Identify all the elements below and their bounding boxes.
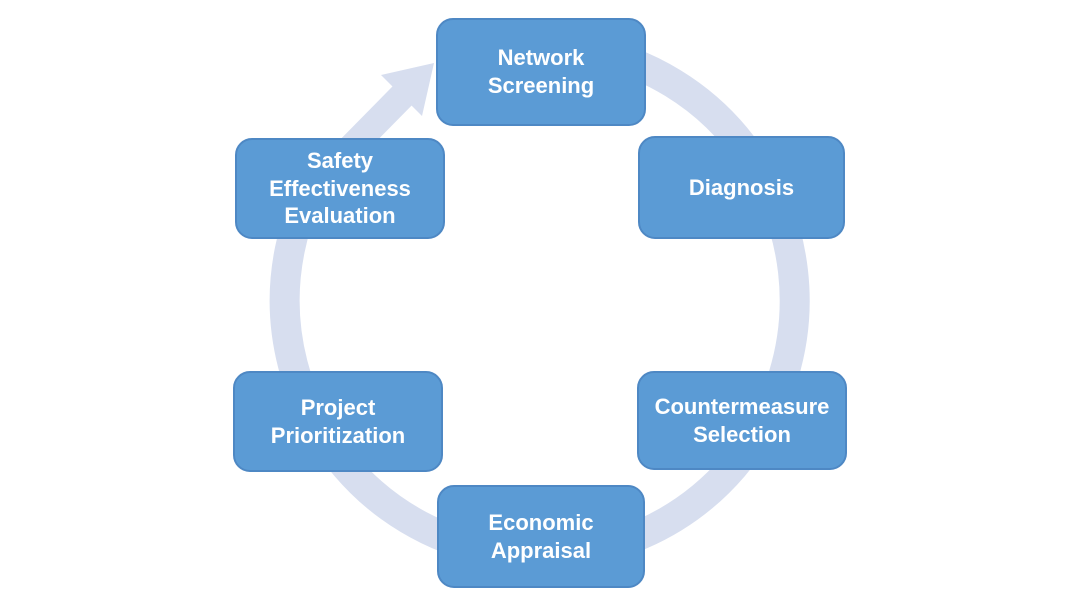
step-safety-effectiveness-evaluation-label: Safety Effectiveness Evaluation <box>269 147 411 229</box>
step-network-screening: Network Screening <box>436 18 646 126</box>
step-countermeasure-selection: Countermeasure Selection <box>637 371 847 470</box>
step-safety-effectiveness-evaluation: Safety Effectiveness Evaluation <box>235 138 445 239</box>
step-network-screening-label: Network Screening <box>487 45 595 98</box>
cycle-arrowhead-icon <box>381 63 434 116</box>
step-countermeasure-selection-label: Countermeasure Selection <box>654 393 830 447</box>
step-diagnosis-label: Diagnosis <box>688 174 795 200</box>
step-project-prioritization-label: Project Prioritization <box>270 394 406 448</box>
step-diagnosis: Diagnosis <box>638 136 845 239</box>
step-economic-appraisal-label: Economic Appraisal <box>488 509 594 563</box>
step-economic-appraisal: Economic Appraisal <box>437 485 645 588</box>
step-project-prioritization: Project Prioritization <box>233 371 443 472</box>
